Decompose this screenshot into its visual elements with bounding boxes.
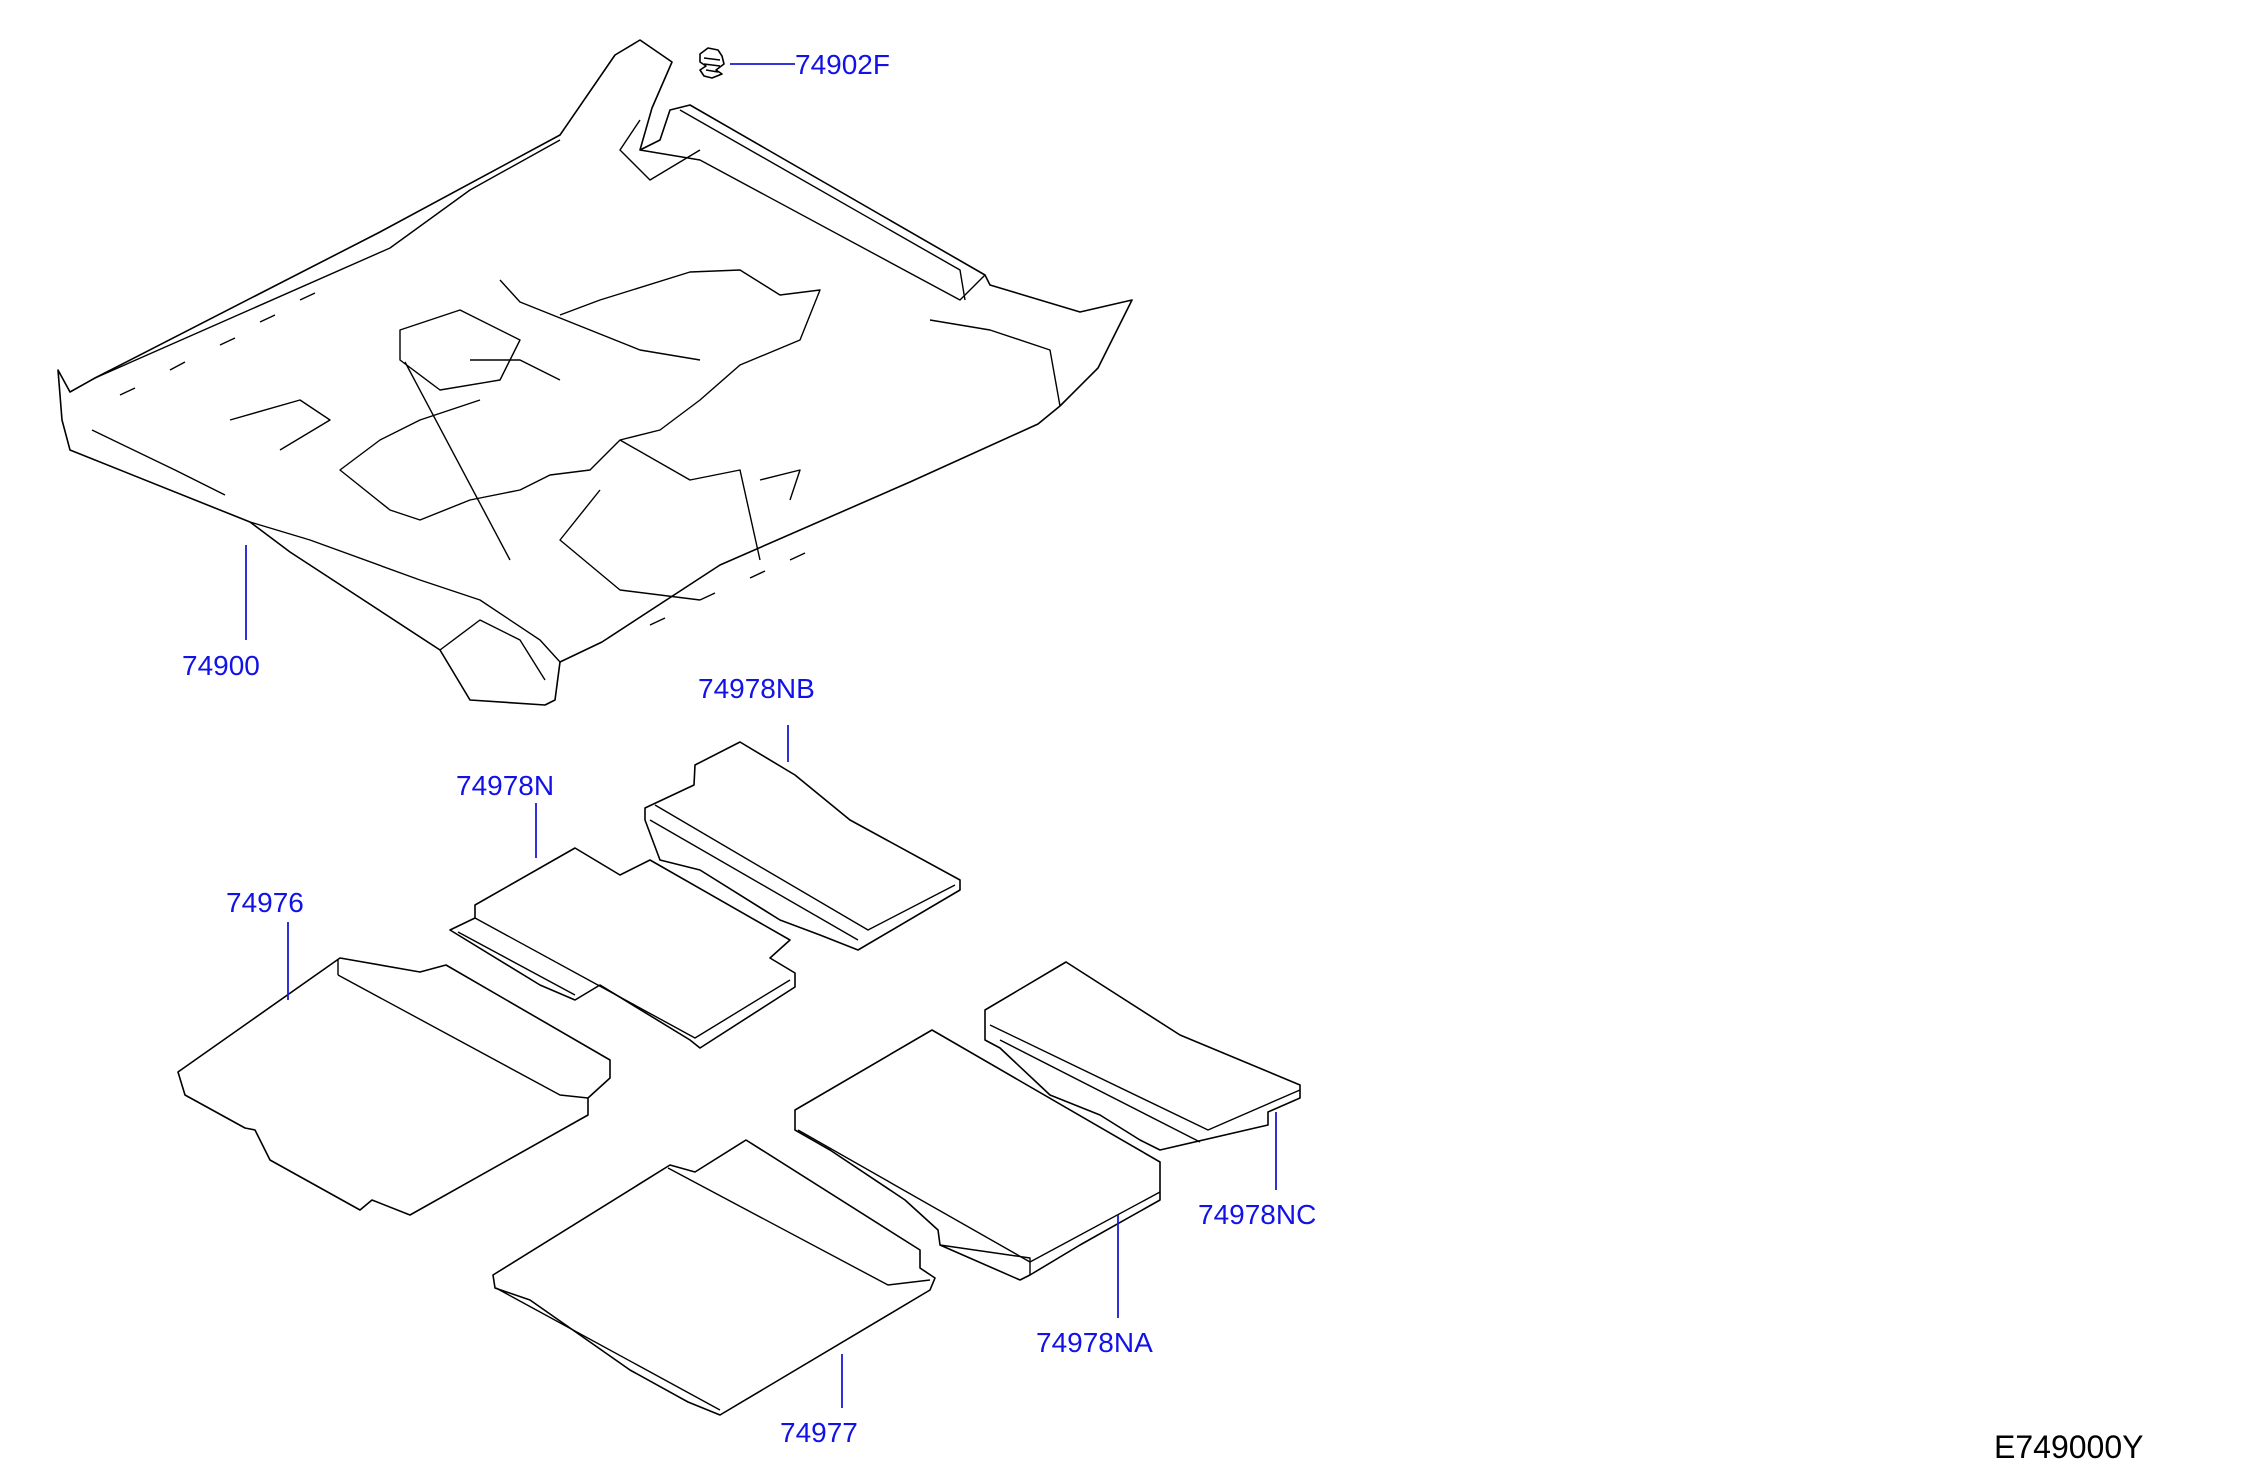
callout-74900[interactable]: 74900 <box>182 650 260 681</box>
callout-74978nb[interactable]: 74978NB <box>698 673 815 704</box>
callout-74977[interactable]: 74977 <box>780 1417 858 1448</box>
mat-74978na-drawing <box>794 1029 1161 1281</box>
mat-74978nb-drawing <box>644 741 961 951</box>
callout-74902f[interactable]: 74902F <box>795 49 890 80</box>
callout-74978nc[interactable]: 74978NC <box>1198 1199 1316 1230</box>
callout-74978na[interactable]: 74978NA <box>1036 1327 1153 1358</box>
callout-74976[interactable]: 74976 <box>226 887 304 918</box>
mat-74978n-drawing <box>449 847 796 1049</box>
callout-74978n[interactable]: 74978N <box>456 770 554 801</box>
mat-74976-drawing <box>177 957 611 1216</box>
mat-74978nc-drawing <box>984 961 1301 1151</box>
floor-carpet-drawing <box>57 39 1133 706</box>
clip-drawing <box>699 47 725 79</box>
diagram-code: E749000Y <box>1994 1429 2143 1465</box>
mat-74977-drawing <box>492 1139 936 1416</box>
